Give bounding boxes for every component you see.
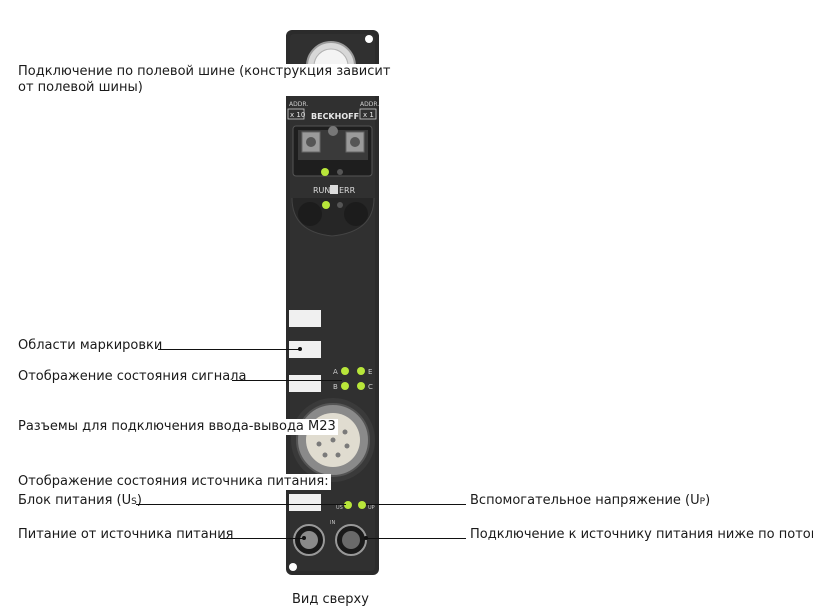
led-letter-c: C [368,383,373,391]
callout-power-in: Питание от источника питания [18,527,234,542]
housing-bump-left-icon [298,202,322,226]
housing-bump-right-icon [344,202,368,226]
addr-right-title: ADDR. [360,101,379,108]
led-letter-e: E [368,368,372,376]
up-led-icon [358,501,366,509]
callout-aux-voltage-prefix: Вспомогательное напряжение (U [470,493,700,508]
callout-aux-voltage: Вспомогательное напряжение (UP) [470,493,710,510]
mounting-hole-icon [289,563,297,571]
rotary-switch-left-knob [306,137,316,147]
status-led-icon [321,168,329,176]
callout-signal-status: Отображение состояния сигнала [18,369,247,384]
leader-power-downstream [366,538,466,539]
leader-marking [158,349,300,350]
signal-led-c-icon [357,382,365,390]
marking-area-2 [289,341,321,358]
callout-fieldbus: Подключение по полевой шине (конструкция… [18,64,393,96]
run-led-icon [322,201,330,209]
leader-power-in [220,538,304,539]
led-letter-b: B [333,383,338,391]
led-letter-a: A [333,368,338,376]
brand-logo: BECKHOFF [311,112,359,121]
us-label: US [336,505,343,511]
power-in-connector-face [300,531,318,549]
run-label: RUN [313,186,330,195]
signal-led-e-icon [357,367,365,375]
addr-right-box [359,108,377,120]
callout-marking: Области маркировки [18,338,163,353]
power-out-connector-face [342,531,360,549]
callout-fieldbus-line2: от полевой шины) [18,80,143,95]
err-label: ERR [339,186,356,195]
rotary-switch-right-knob [350,137,360,147]
leader-marking-end [298,347,302,351]
leader-power-in-end [302,536,306,540]
leader-power-downstream-end [364,536,368,540]
mounting-hole-icon [365,35,373,43]
signal-led-b-icon [341,382,349,390]
addr-left-box [287,108,305,120]
up-label: UP [368,505,375,511]
marking-area-1 [289,310,321,327]
leader-aux-voltage [366,504,466,505]
figure-caption: Вид сверху [292,592,369,607]
signal-led-a-icon [341,367,349,375]
power-in-label: IN [330,520,335,526]
addr-left-title: ADDR. [289,101,308,108]
callout-power-block-suffix: ) [136,493,142,508]
callout-aux-voltage-suffix: ) [705,493,711,508]
callout-aux-voltage-sub: P [699,497,706,507]
leader-power-block [136,504,346,505]
marking-area-3 [289,375,321,392]
us-led-icon [344,501,352,509]
marking-area-power [289,494,321,511]
callout-io-connectors: Разъемы для подключения ввода-вывода M23 [18,419,338,435]
callout-power-block-prefix: Блок питания (U [18,493,132,508]
callout-power-status-heading: Отображение состояния источника питания: [18,474,331,490]
screw-icon [328,126,338,136]
addr-right-value: x 1 [363,111,374,119]
status-led-off-icon [337,169,343,175]
err-led-icon [337,202,343,208]
run-err-separator-icon [330,185,338,194]
callout-fieldbus-line1: Подключение по полевой шине (конструкция… [18,64,391,79]
callout-power-downstream: Подключение к источнику питания ниже по … [470,527,813,542]
addr-left-value: x 10 [290,111,305,119]
callout-power-block: Блок питания (US) [18,493,142,510]
leader-signal-status [232,380,342,381]
callout-power-block-sub: S [131,497,137,507]
